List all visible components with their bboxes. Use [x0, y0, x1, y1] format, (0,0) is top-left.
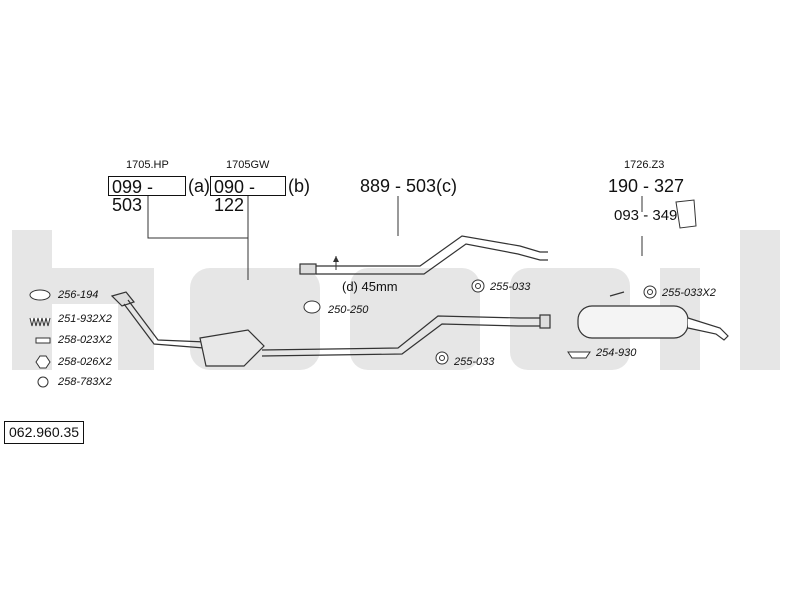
part-c-number[interactable]: 889 - 503(c) [360, 176, 458, 196]
clamp-label[interactable]: 250-250 [328, 304, 369, 316]
hanger-mounts [303, 199, 697, 365]
leader-lines [147, 196, 643, 280]
part-a-suffix: (a) [188, 176, 210, 196]
part-a-code: 1705.HP [126, 159, 169, 171]
part-a-number[interactable]: 099 - 503 [108, 176, 186, 214]
bolt-icon [35, 337, 51, 344]
hanger-upper-label[interactable]: 255-033 [490, 281, 531, 293]
arrow-icon [333, 256, 339, 262]
hex-nut-icon [35, 355, 51, 369]
bracket-number[interactable]: 093 - 349 [614, 207, 678, 224]
gasket-ring-icon [29, 289, 51, 301]
reference-number: 062.960.35 [4, 421, 84, 444]
washer-icon [37, 376, 49, 388]
legend-label[interactable]: 251-932X2 [58, 313, 112, 325]
hanger-rear-label[interactable]: 255-033X2 [662, 287, 716, 299]
diameter-note: (d) 45mm [342, 279, 398, 294]
legend-label[interactable]: 258-783X2 [58, 376, 112, 388]
part-b-number[interactable]: 090 - 122 [210, 176, 286, 214]
part-b-suffix: (b) [288, 176, 310, 196]
rear-silencer [577, 291, 729, 341]
legend-icons [29, 289, 51, 388]
rear-gasket-label[interactable]: 254-930 [596, 347, 637, 359]
legend-label[interactable]: 258-023X2 [58, 334, 112, 346]
hanger-lower-label[interactable]: 255-033 [454, 356, 495, 368]
legend-label[interactable]: 256-194 [58, 289, 99, 301]
legend-label[interactable]: 258-026X2 [58, 356, 112, 368]
part-b-code: 1705GW [226, 159, 270, 171]
rear-number[interactable]: 190 - 327 [608, 176, 685, 196]
spring-icon [29, 317, 51, 327]
front-pipe-with-catalyst [110, 291, 551, 367]
rear-code: 1726.Z3 [624, 159, 665, 171]
intermediate-pipe [299, 235, 548, 275]
